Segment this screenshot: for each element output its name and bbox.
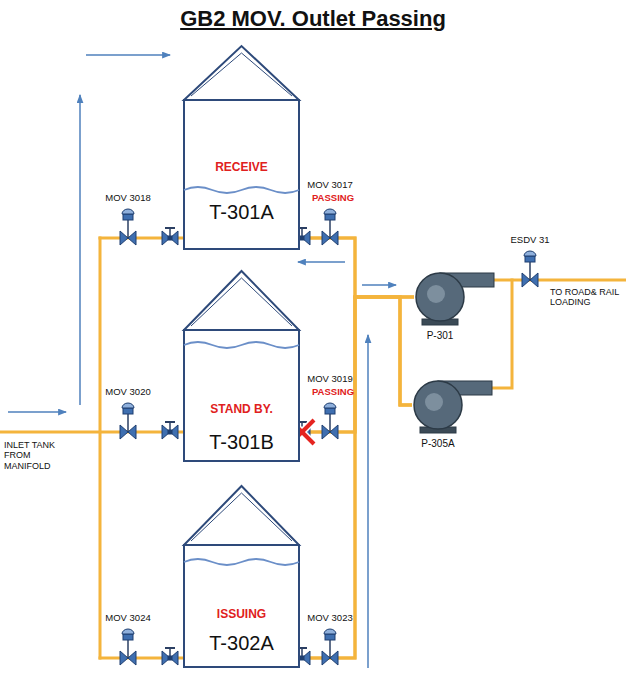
storage-tank: STAND BY. T-301B bbox=[183, 270, 300, 462]
status-note: PASSING bbox=[312, 193, 354, 204]
hand-valve bbox=[162, 422, 178, 439]
mov-valve bbox=[120, 403, 136, 439]
valve-tag: MOV 3020 bbox=[105, 387, 150, 398]
tank-roof-inner bbox=[191, 53, 292, 96]
pipe-connector bbox=[300, 297, 414, 658]
flow-arrow bbox=[362, 284, 396, 286]
centrifugal-pump: P-305A bbox=[412, 378, 492, 460]
esd-valve bbox=[522, 251, 538, 287]
valve-tag: MOV 3024 bbox=[105, 613, 150, 624]
stream-note: INLET TANK FROM MANIFOLD bbox=[4, 440, 64, 471]
pipe-connector bbox=[300, 238, 414, 297]
pump-outline bbox=[414, 270, 494, 352]
tank-roof bbox=[184, 271, 299, 330]
status-note: PASSING bbox=[312, 387, 354, 398]
discharge-pipe bbox=[494, 279, 626, 282]
pipe-connector bbox=[300, 297, 414, 432]
storage-tank: RECEIVE T-301A bbox=[183, 45, 300, 250]
tank-shell bbox=[184, 330, 299, 461]
liquid-level bbox=[184, 342, 299, 348]
mov-valve bbox=[322, 209, 338, 245]
flow-arrow bbox=[367, 335, 369, 668]
pipe-connector bbox=[300, 297, 412, 658]
flow-arrow bbox=[8, 411, 66, 413]
tank-roof-inner bbox=[191, 493, 292, 541]
mov-valve bbox=[322, 403, 338, 439]
flow-arrow bbox=[86, 54, 170, 56]
tank-status: ISSUING bbox=[183, 608, 300, 622]
flow-arrow bbox=[298, 261, 345, 263]
diagram-title: GB2 MOV. Outlet Passing bbox=[0, 6, 626, 32]
inlet-pipe bbox=[0, 431, 183, 434]
liquid-level bbox=[184, 187, 299, 193]
tank-status: RECEIVE bbox=[183, 161, 300, 175]
mov-valve bbox=[322, 629, 338, 665]
flow-arrow bbox=[79, 95, 81, 405]
valve-tag: MOV 3018 bbox=[105, 193, 150, 204]
tank-shell bbox=[184, 545, 299, 667]
hand-valve bbox=[162, 648, 178, 665]
pump-casing bbox=[416, 273, 464, 321]
valve-tag: MOV 3023 bbox=[307, 613, 352, 624]
tank-roof bbox=[184, 46, 299, 100]
valve-tag: MOV 3019 bbox=[307, 374, 352, 385]
discharge-pipe bbox=[492, 280, 512, 388]
flow-arrows bbox=[8, 55, 396, 668]
pump-casing bbox=[414, 381, 462, 429]
hand-valve bbox=[162, 228, 178, 245]
tank-tag: T-301B bbox=[183, 431, 300, 454]
liquid-level bbox=[184, 559, 299, 565]
tank-status: STAND BY. bbox=[183, 403, 300, 417]
tank-roof-inner bbox=[191, 278, 292, 326]
centrifugal-pump: P-301 bbox=[414, 270, 494, 352]
pump-eye bbox=[425, 393, 443, 411]
stream-note: TO ROAD& RAIL LOADING bbox=[550, 287, 622, 308]
valve-tag: MOV 3017 bbox=[307, 180, 352, 191]
pump-eye bbox=[427, 285, 445, 303]
tank-roof bbox=[184, 486, 299, 545]
inlet-header bbox=[99, 238, 102, 658]
tank-shell bbox=[184, 100, 299, 249]
tank-tag: T-302A bbox=[183, 632, 300, 655]
pump-tag: P-305A bbox=[412, 438, 464, 450]
valve-tag: ESDV 31 bbox=[510, 235, 549, 246]
storage-tank: ISSUING T-302A bbox=[183, 485, 300, 668]
mov-valve bbox=[120, 629, 136, 665]
tank-tag: T-301A bbox=[183, 201, 300, 224]
mov-valve bbox=[120, 209, 136, 245]
pump-tag: P-301 bbox=[414, 330, 466, 342]
pipe-group bbox=[0, 238, 626, 658]
